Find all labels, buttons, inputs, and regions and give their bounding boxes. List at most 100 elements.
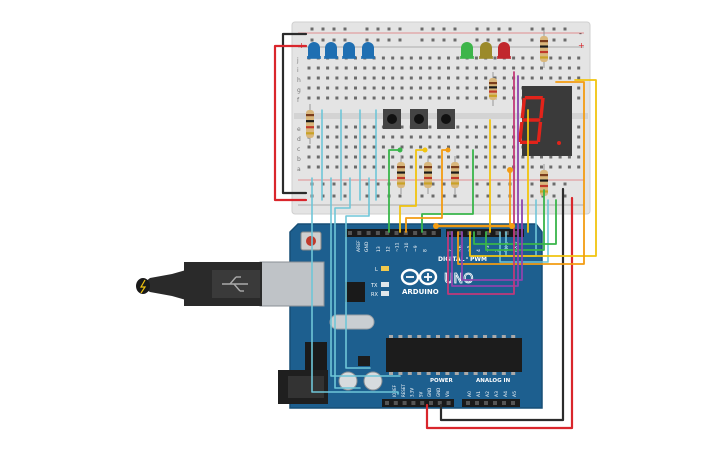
rail-hole (442, 182, 446, 186)
wire-magenta-1 (447, 71, 515, 295)
rail-hole (552, 182, 556, 186)
rail-hole (486, 182, 490, 186)
wire-junctions (397, 147, 515, 229)
wire-yellow-3 (469, 79, 597, 257)
breadboard-hole (577, 165, 581, 169)
wire-green-4 (485, 189, 545, 251)
breadboard-hole (456, 125, 460, 129)
breadboard-hole (363, 165, 367, 169)
wire-black-left (281, 32, 308, 195)
row-letter-g: g (297, 87, 301, 94)
breadboard-hole (502, 66, 506, 70)
resistor-6 (540, 30, 548, 68)
usb-connector (259, 261, 325, 307)
wire-orange-1 (405, 149, 449, 233)
breadboard-hole (502, 86, 506, 90)
breadboard-hole (335, 145, 339, 149)
rail-hole (321, 182, 325, 186)
breadboard-hole (326, 96, 330, 100)
resistor-band (451, 176, 459, 180)
header-pin (357, 231, 362, 235)
rail-hole (420, 27, 424, 31)
breadboard-hole (437, 66, 441, 70)
rail-hole (365, 27, 369, 31)
breadboard-hole (372, 76, 376, 80)
rail-hole (431, 194, 435, 198)
led-l (381, 266, 389, 271)
breadboard-hole (326, 125, 330, 129)
rail-hole (486, 38, 490, 42)
decimal-point (557, 141, 561, 145)
pushbutton-2[interactable] (410, 109, 428, 129)
rail-hole (530, 194, 534, 198)
breadboard-hole (363, 96, 367, 100)
rail-hole (376, 27, 380, 31)
breadboard-hole (474, 96, 478, 100)
breadboard-hole (502, 125, 506, 129)
breadboard-hole (391, 165, 395, 169)
analog-label: ANALOG IN (476, 378, 511, 384)
breadboard-hole (354, 66, 357, 70)
breadboard-hole (540, 76, 543, 80)
pushbutton-3[interactable] (437, 109, 455, 129)
power-label: POWER (430, 378, 454, 384)
power-pin-label: GND (436, 388, 441, 397)
header-pin (511, 401, 515, 405)
rail-hole (563, 194, 567, 198)
breadboard-hole (381, 135, 385, 139)
analog-pin-label: A2 (485, 391, 491, 397)
breadboard-hole (447, 96, 450, 100)
breadboard-hole (558, 56, 562, 60)
breadboard-hole (326, 66, 330, 70)
header-pin (420, 401, 425, 405)
breadboard-hole (307, 86, 311, 90)
rail-hole (530, 182, 534, 186)
resistor-band (489, 94, 497, 97)
pushbutton-1[interactable] (383, 109, 401, 129)
breadboard-hole (530, 76, 534, 80)
digital-pin-label: ~9 (413, 245, 419, 252)
wire-cyan-9 (499, 199, 549, 263)
digital-header-left (345, 229, 441, 237)
breadboard-hole (484, 96, 488, 100)
resistor-band (306, 132, 314, 135)
digital-pin-label: 7 (448, 249, 454, 252)
led-body (325, 42, 337, 58)
wire-green-2 (421, 149, 474, 233)
breadboard-hole (354, 96, 357, 100)
led-rx (381, 291, 389, 296)
segment (524, 96, 543, 100)
led-rim (361, 56, 375, 59)
rail-hole (321, 27, 325, 31)
breadboard-hole (409, 155, 413, 159)
header-pin (514, 231, 519, 235)
analog-pin-label: A4 (503, 391, 509, 397)
led-rim (342, 56, 356, 59)
breadboard-hole (428, 56, 432, 60)
resistor-band (306, 120, 314, 123)
rail-hole (453, 27, 457, 31)
chip-leg (436, 335, 440, 338)
digital-pin-label: RX 0 (513, 241, 519, 252)
breadboard-hole (391, 96, 395, 100)
aref-label: AREF (356, 240, 362, 252)
breadboard-hole (409, 145, 413, 149)
breadboard-hole (549, 56, 553, 60)
breadboard-hole (456, 135, 460, 139)
led-4 (361, 42, 375, 59)
rail-hole (365, 38, 369, 42)
breadboard-hole (577, 135, 581, 139)
header-pin (484, 401, 488, 405)
header-pin (475, 401, 479, 405)
digital-pin-label: ~6 (457, 245, 463, 252)
breadboard-hole (400, 135, 404, 139)
breadboard-hole (540, 165, 543, 169)
breadboard-hole (307, 165, 311, 169)
breadboard-hole (419, 56, 423, 60)
resistor-body (540, 170, 548, 196)
led-rim (497, 56, 511, 59)
breadboard-hole (465, 76, 469, 80)
breadboard-hole (400, 145, 404, 149)
leds (307, 42, 511, 59)
